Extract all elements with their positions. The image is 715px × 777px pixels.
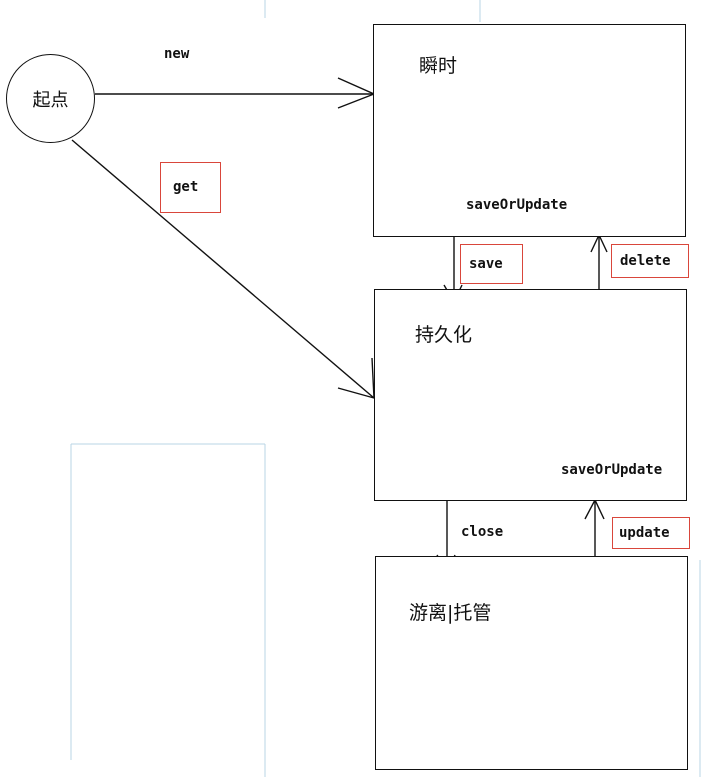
- state-transient: 瞬时 saveOrUpdate: [373, 24, 686, 237]
- transition-label-new: new: [164, 46, 190, 62]
- state-persistent-saveorupdate-label: saveOrUpdate: [561, 462, 663, 478]
- edge-get: [71, 139, 375, 399]
- arrowhead-get: [337, 357, 375, 399]
- start-node-label: 起点: [32, 89, 69, 111]
- transition-label-save: save: [460, 244, 523, 284]
- background-guide-lines: [70, 0, 701, 777]
- state-persistent: 持久化 saveOrUpdate: [374, 289, 687, 501]
- state-detached: 游离|托管: [375, 556, 688, 770]
- start-node: 起点: [6, 54, 95, 143]
- arrowhead-new: [337, 77, 376, 109]
- transition-label-delete: delete: [611, 244, 689, 278]
- transition-label-get: get: [160, 162, 221, 213]
- state-detached-title: 游离|托管: [409, 602, 492, 624]
- transition-label-close: close: [461, 524, 504, 540]
- state-persistent-title: 持久化: [415, 324, 473, 346]
- state-transient-saveorupdate-label: saveOrUpdate: [466, 197, 568, 213]
- state-transient-title: 瞬时: [419, 55, 458, 77]
- transition-label-update: update: [612, 517, 690, 549]
